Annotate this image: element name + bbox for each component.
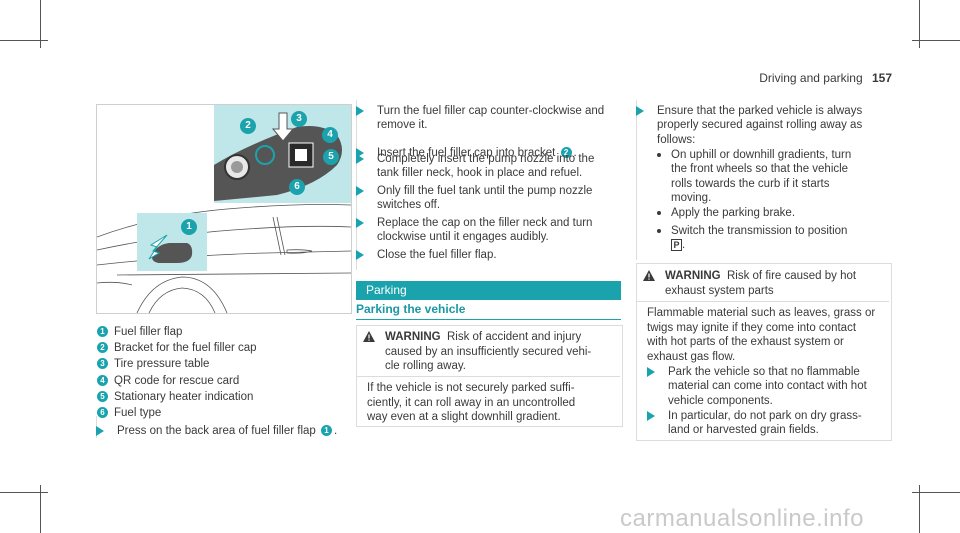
crop-mark (40, 485, 41, 533)
step-arrow-icon (356, 106, 364, 116)
crop-mark (919, 485, 920, 533)
warning-icon (643, 270, 655, 281)
callout-3: 3 (291, 111, 307, 127)
subheading: Parking the vehicle (356, 302, 621, 320)
callout-5: 5 (323, 149, 339, 165)
warning-body-accident: If the vehicle is not securely parked su… (367, 382, 576, 423)
warning-divider (637, 301, 889, 302)
section-banner: Parking (356, 281, 621, 300)
step-arrow-icon (356, 148, 364, 158)
step-arrow-icon (647, 367, 655, 377)
page-number: 157 (871, 71, 892, 85)
step-arrow-icon (96, 426, 104, 436)
crop-mark (0, 492, 48, 493)
watermark: carmanualsonline.info (620, 505, 864, 532)
crop-mark (0, 40, 48, 41)
crop-mark (912, 492, 960, 493)
step-arrow-icon (647, 411, 655, 421)
bullet-dot (657, 211, 661, 215)
crop-mark (40, 0, 41, 48)
warning-heading-accident: WARNING Risk of accident and injury caus… (385, 331, 592, 372)
crop-mark (919, 0, 920, 48)
step-arrow-icon (356, 218, 364, 228)
steps-rule (356, 100, 357, 270)
callout-2: 2 (240, 118, 256, 134)
crop-mark (912, 40, 960, 41)
bullet-dot (657, 153, 661, 157)
step-arrow-icon (356, 186, 364, 196)
car-side-drawing (97, 105, 351, 313)
warning-heading-fire: WARNING Risk of fire caused by hot exhau… (665, 270, 857, 297)
warning-divider (357, 376, 620, 377)
park-position-icon: P (671, 239, 682, 252)
right-steps-rule (636, 100, 637, 260)
step-arrow-icon (356, 250, 364, 260)
page-header: Driving and parking 157 (759, 71, 892, 85)
callout-4: 4 (322, 127, 338, 143)
warning-body-fire: Flammable material such as leaves, grass… (647, 307, 876, 363)
bullet-dot (657, 229, 661, 233)
callout-6: 6 (289, 179, 305, 195)
callout-1: 1 (181, 219, 197, 235)
step-arrow-icon (356, 154, 364, 164)
warning-box-fire (636, 263, 892, 441)
section-title: Driving and parking (759, 71, 863, 85)
fuel-filler-illustration: 2 3 4 5 6 1 (96, 104, 352, 314)
step-arrow-icon (636, 106, 644, 116)
warning-icon (363, 331, 375, 342)
